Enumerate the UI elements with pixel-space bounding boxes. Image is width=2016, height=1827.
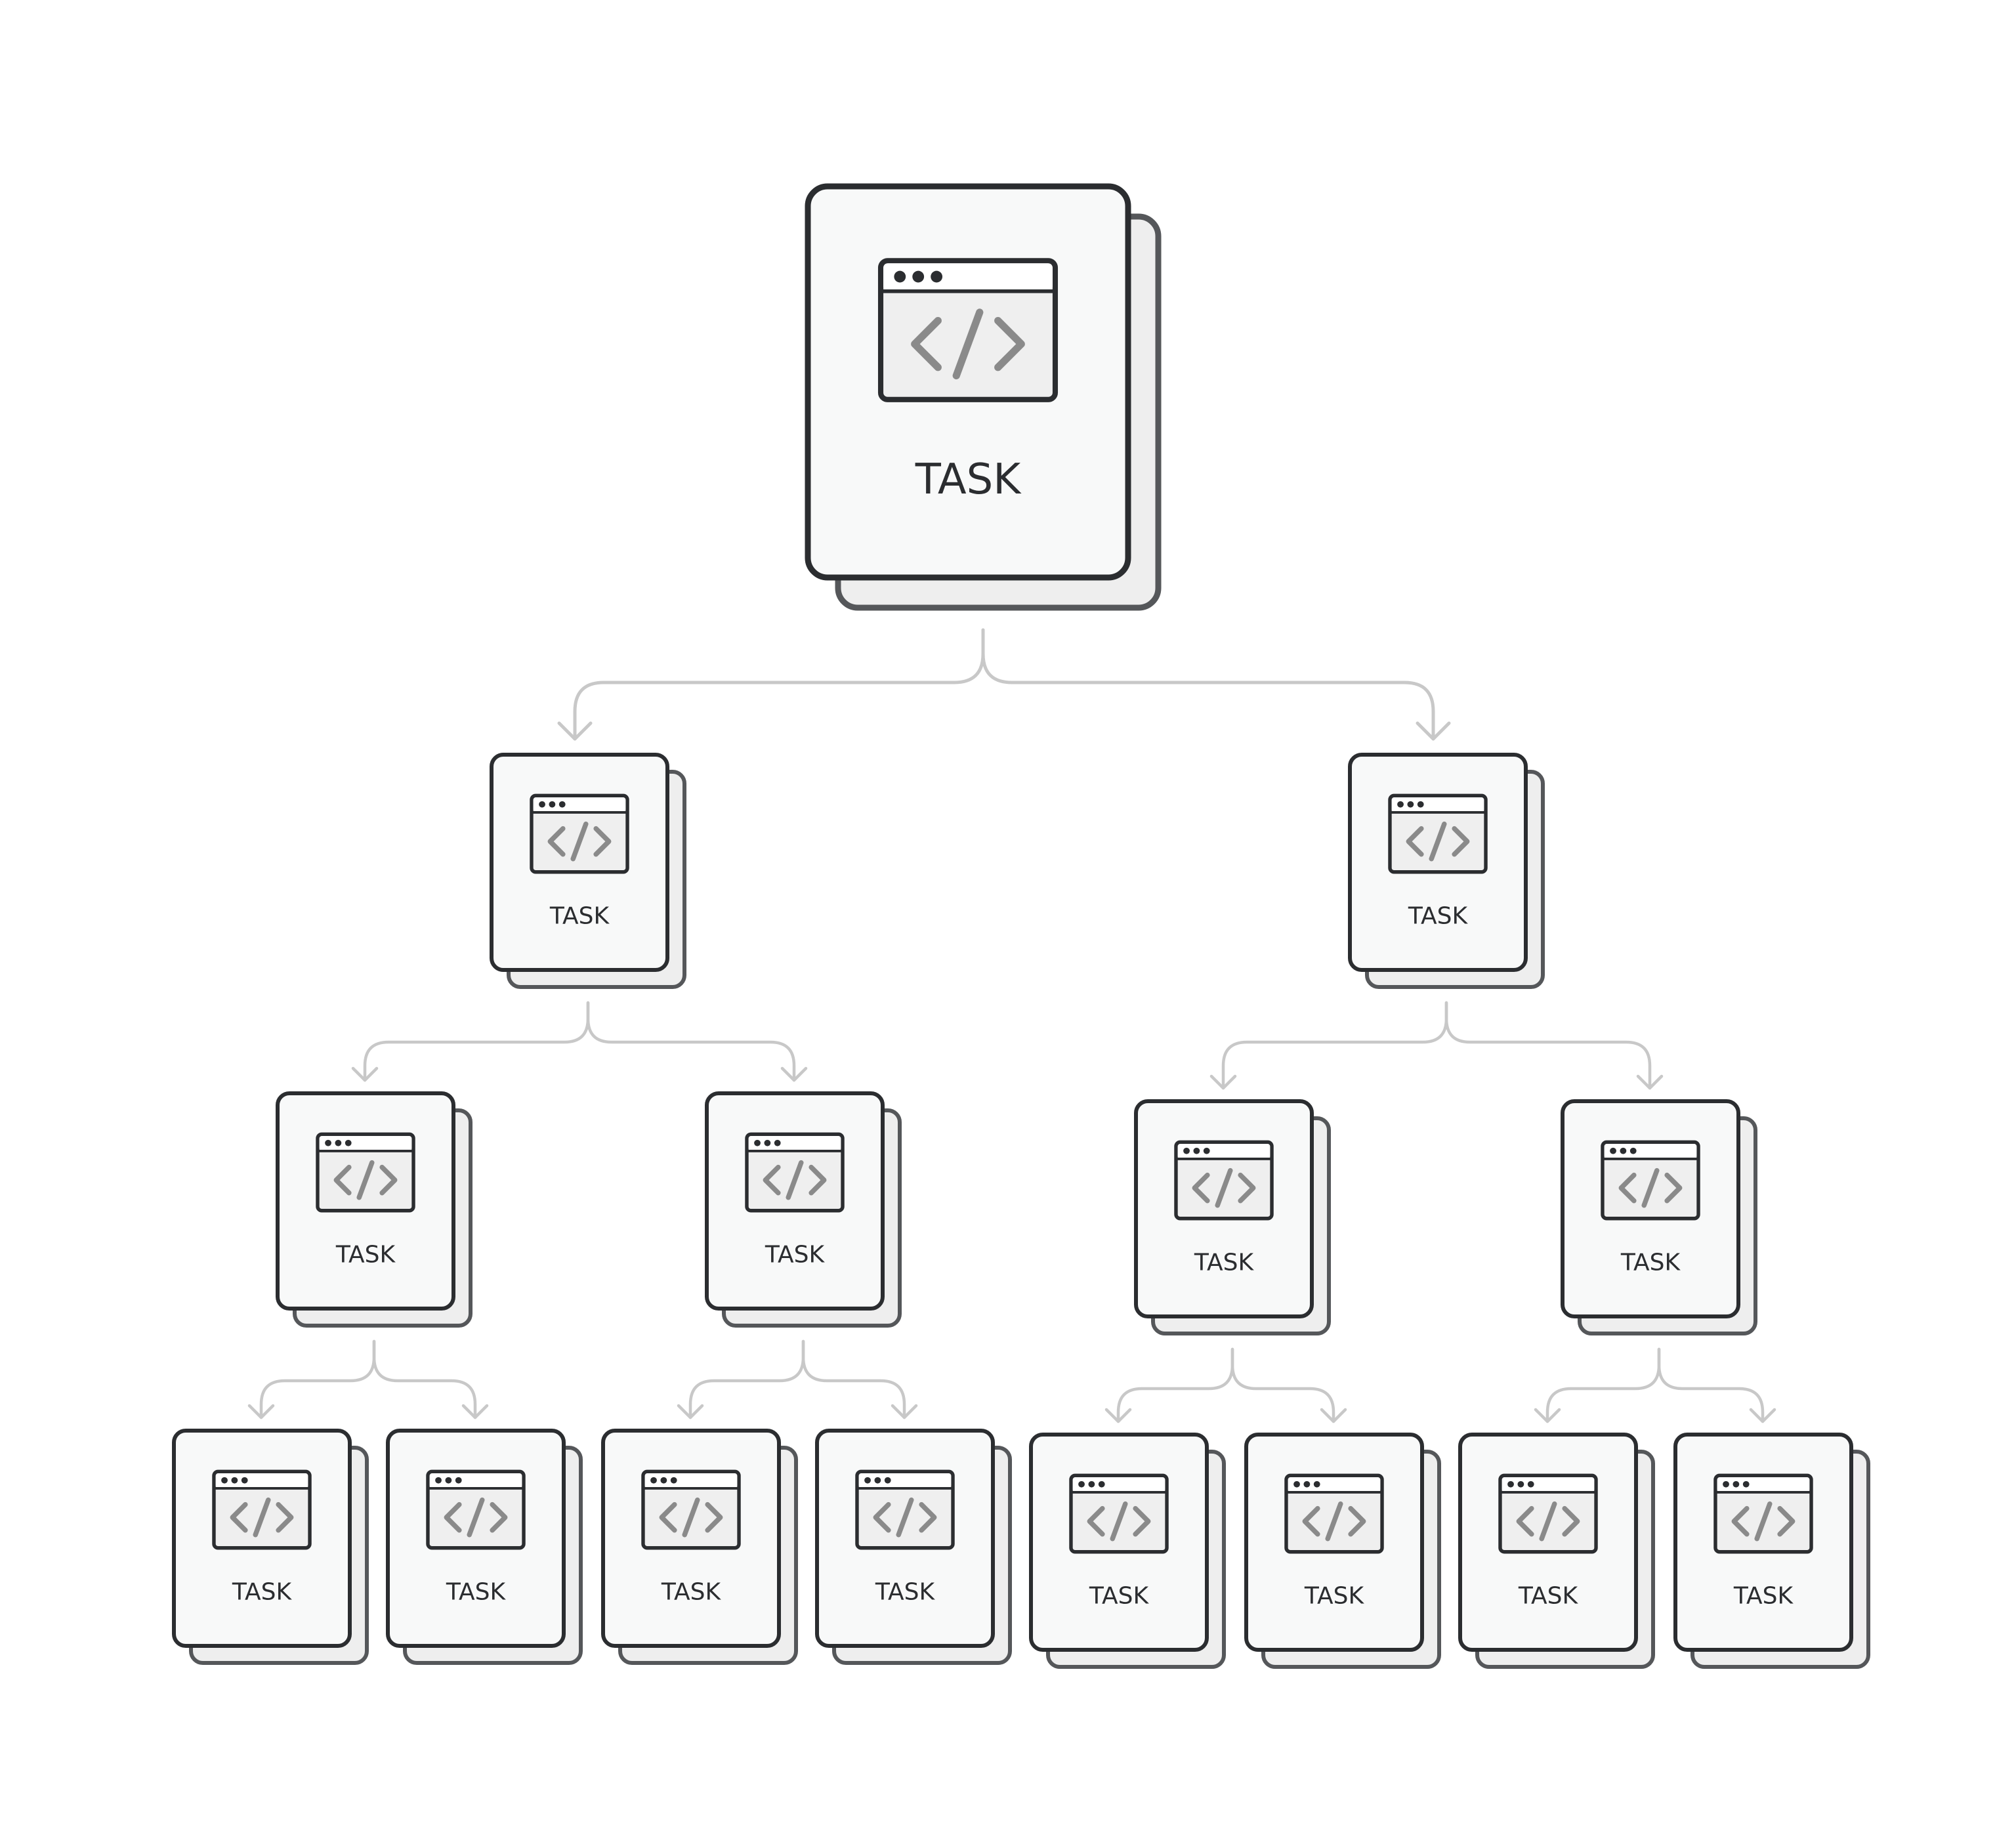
arrowhead <box>1209 1074 1237 1090</box>
task-card[interactable]: TASK <box>601 1429 798 1665</box>
connector-arrow <box>586 1001 796 1082</box>
code-window-icon <box>530 793 629 874</box>
connector-arrow <box>981 628 1435 741</box>
connector-layer <box>247 628 1776 1423</box>
code-window-icon <box>426 1469 526 1550</box>
arrowhead <box>1636 1074 1664 1090</box>
arrowhead <box>351 1066 379 1082</box>
connector-arrow <box>1230 1347 1335 1423</box>
arrowhead <box>891 1404 918 1419</box>
task-label: TASK <box>1408 902 1469 929</box>
task-card[interactable]: TASK <box>1134 1099 1331 1335</box>
task-card[interactable]: TASK <box>490 753 686 989</box>
code-window-icon <box>316 1132 415 1213</box>
task-label: TASK <box>549 902 610 929</box>
arrowhead <box>461 1404 489 1419</box>
task-label: TASK <box>446 1578 507 1605</box>
code-window-icon <box>1713 1473 1813 1554</box>
card-layer: TASK TASK TASK TASK TASK TASK TASK TASK TASK TASK… <box>172 183 1870 1669</box>
code-window-icon <box>877 258 1059 402</box>
connector-arrow <box>688 1339 805 1419</box>
code-window-icon <box>745 1132 845 1213</box>
task-label: TASK <box>1194 1249 1255 1276</box>
task-card[interactable]: TASK <box>815 1429 1012 1665</box>
task-card[interactable]: TASK <box>1029 1433 1226 1669</box>
task-label: TASK <box>915 455 1022 504</box>
task-label: TASK <box>1518 1582 1579 1609</box>
arrowhead <box>1534 1408 1561 1423</box>
task-card[interactable]: TASK <box>1458 1433 1655 1669</box>
task-card[interactable]: TASK <box>805 183 1162 611</box>
task-label: TASK <box>1620 1249 1681 1276</box>
code-window-icon <box>1069 1473 1169 1554</box>
code-window-icon <box>641 1469 741 1550</box>
task-card[interactable]: TASK <box>705 1091 902 1328</box>
task-card[interactable]: TASK <box>1348 753 1545 989</box>
code-window-icon <box>1284 1473 1384 1554</box>
arrowhead <box>1749 1408 1776 1423</box>
task-label: TASK <box>875 1578 936 1605</box>
connector-arrow <box>1545 1347 1661 1423</box>
task-card[interactable]: TASK <box>172 1429 369 1665</box>
arrowhead <box>1104 1408 1132 1423</box>
code-window-icon <box>1388 793 1488 874</box>
connector-arrow <box>801 1339 906 1419</box>
task-label: TASK <box>1089 1582 1150 1609</box>
arrowhead <box>780 1066 808 1082</box>
arrowhead <box>247 1404 275 1419</box>
task-card[interactable]: TASK <box>386 1429 583 1665</box>
code-window-icon <box>855 1469 955 1550</box>
code-window-icon <box>1174 1140 1274 1221</box>
task-card[interactable]: TASK <box>1561 1099 1757 1335</box>
task-label: TASK <box>335 1241 396 1268</box>
connector-arrow <box>363 1001 590 1082</box>
task-label: TASK <box>765 1241 826 1268</box>
arrowhead <box>557 721 593 741</box>
code-window-icon <box>1498 1473 1598 1554</box>
connector-arrow <box>1221 1001 1448 1090</box>
task-label: TASK <box>1733 1582 1794 1609</box>
task-label: TASK <box>1304 1582 1365 1609</box>
arrowhead <box>1416 721 1451 741</box>
task-label: TASK <box>232 1578 293 1605</box>
task-card[interactable]: TASK <box>1244 1433 1441 1669</box>
connector-arrow <box>1116 1347 1234 1423</box>
connector-arrow <box>1657 1347 1765 1423</box>
connector-arrow <box>573 628 985 741</box>
task-card[interactable]: TASK <box>276 1091 472 1328</box>
task-card[interactable]: TASK <box>1673 1433 1870 1669</box>
code-window-icon <box>1601 1140 1700 1221</box>
arrowhead <box>1320 1408 1347 1423</box>
connector-arrow <box>259 1339 376 1419</box>
task-label: TASK <box>661 1578 722 1605</box>
arrowhead <box>677 1404 704 1419</box>
code-window-icon <box>212 1469 312 1550</box>
connector-arrow <box>1444 1001 1652 1090</box>
connector-arrow <box>372 1339 477 1419</box>
